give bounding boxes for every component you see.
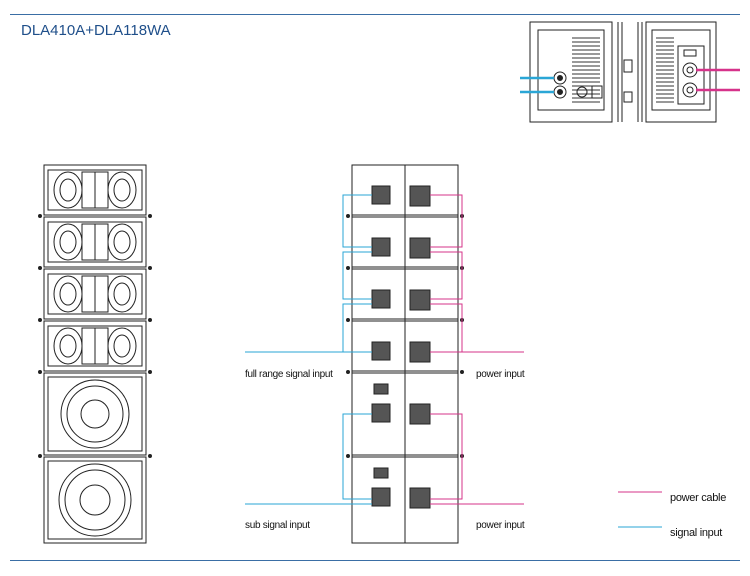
label-full-range-signal-input: full range signal input <box>245 369 333 380</box>
detail-cables <box>520 68 740 94</box>
front-cabinet-2 <box>43 216 147 268</box>
legend-power-cable: power cable <box>670 492 727 504</box>
front-sub-1 <box>43 372 147 456</box>
label-sub-signal-input: sub signal input <box>245 520 310 531</box>
signal-wiring <box>245 194 372 505</box>
power-wiring <box>430 194 524 505</box>
top-rule <box>10 14 740 15</box>
rear-panel-detail <box>529 21 717 123</box>
bottom-rule <box>10 560 740 561</box>
page-title: DLA410A+DLA118WA <box>21 22 171 39</box>
legend-signal-input: signal input <box>670 527 723 539</box>
front-cabinet-4 <box>43 320 147 372</box>
front-sub-2 <box>43 456 147 544</box>
label-power-input-top: power input <box>476 369 525 380</box>
front-cabinet-1 <box>43 164 147 216</box>
rear-view-stack <box>346 164 464 544</box>
front-cabinet-3 <box>43 268 147 320</box>
label-power-input-bottom: power input <box>476 520 525 531</box>
front-view-stack <box>38 164 152 544</box>
